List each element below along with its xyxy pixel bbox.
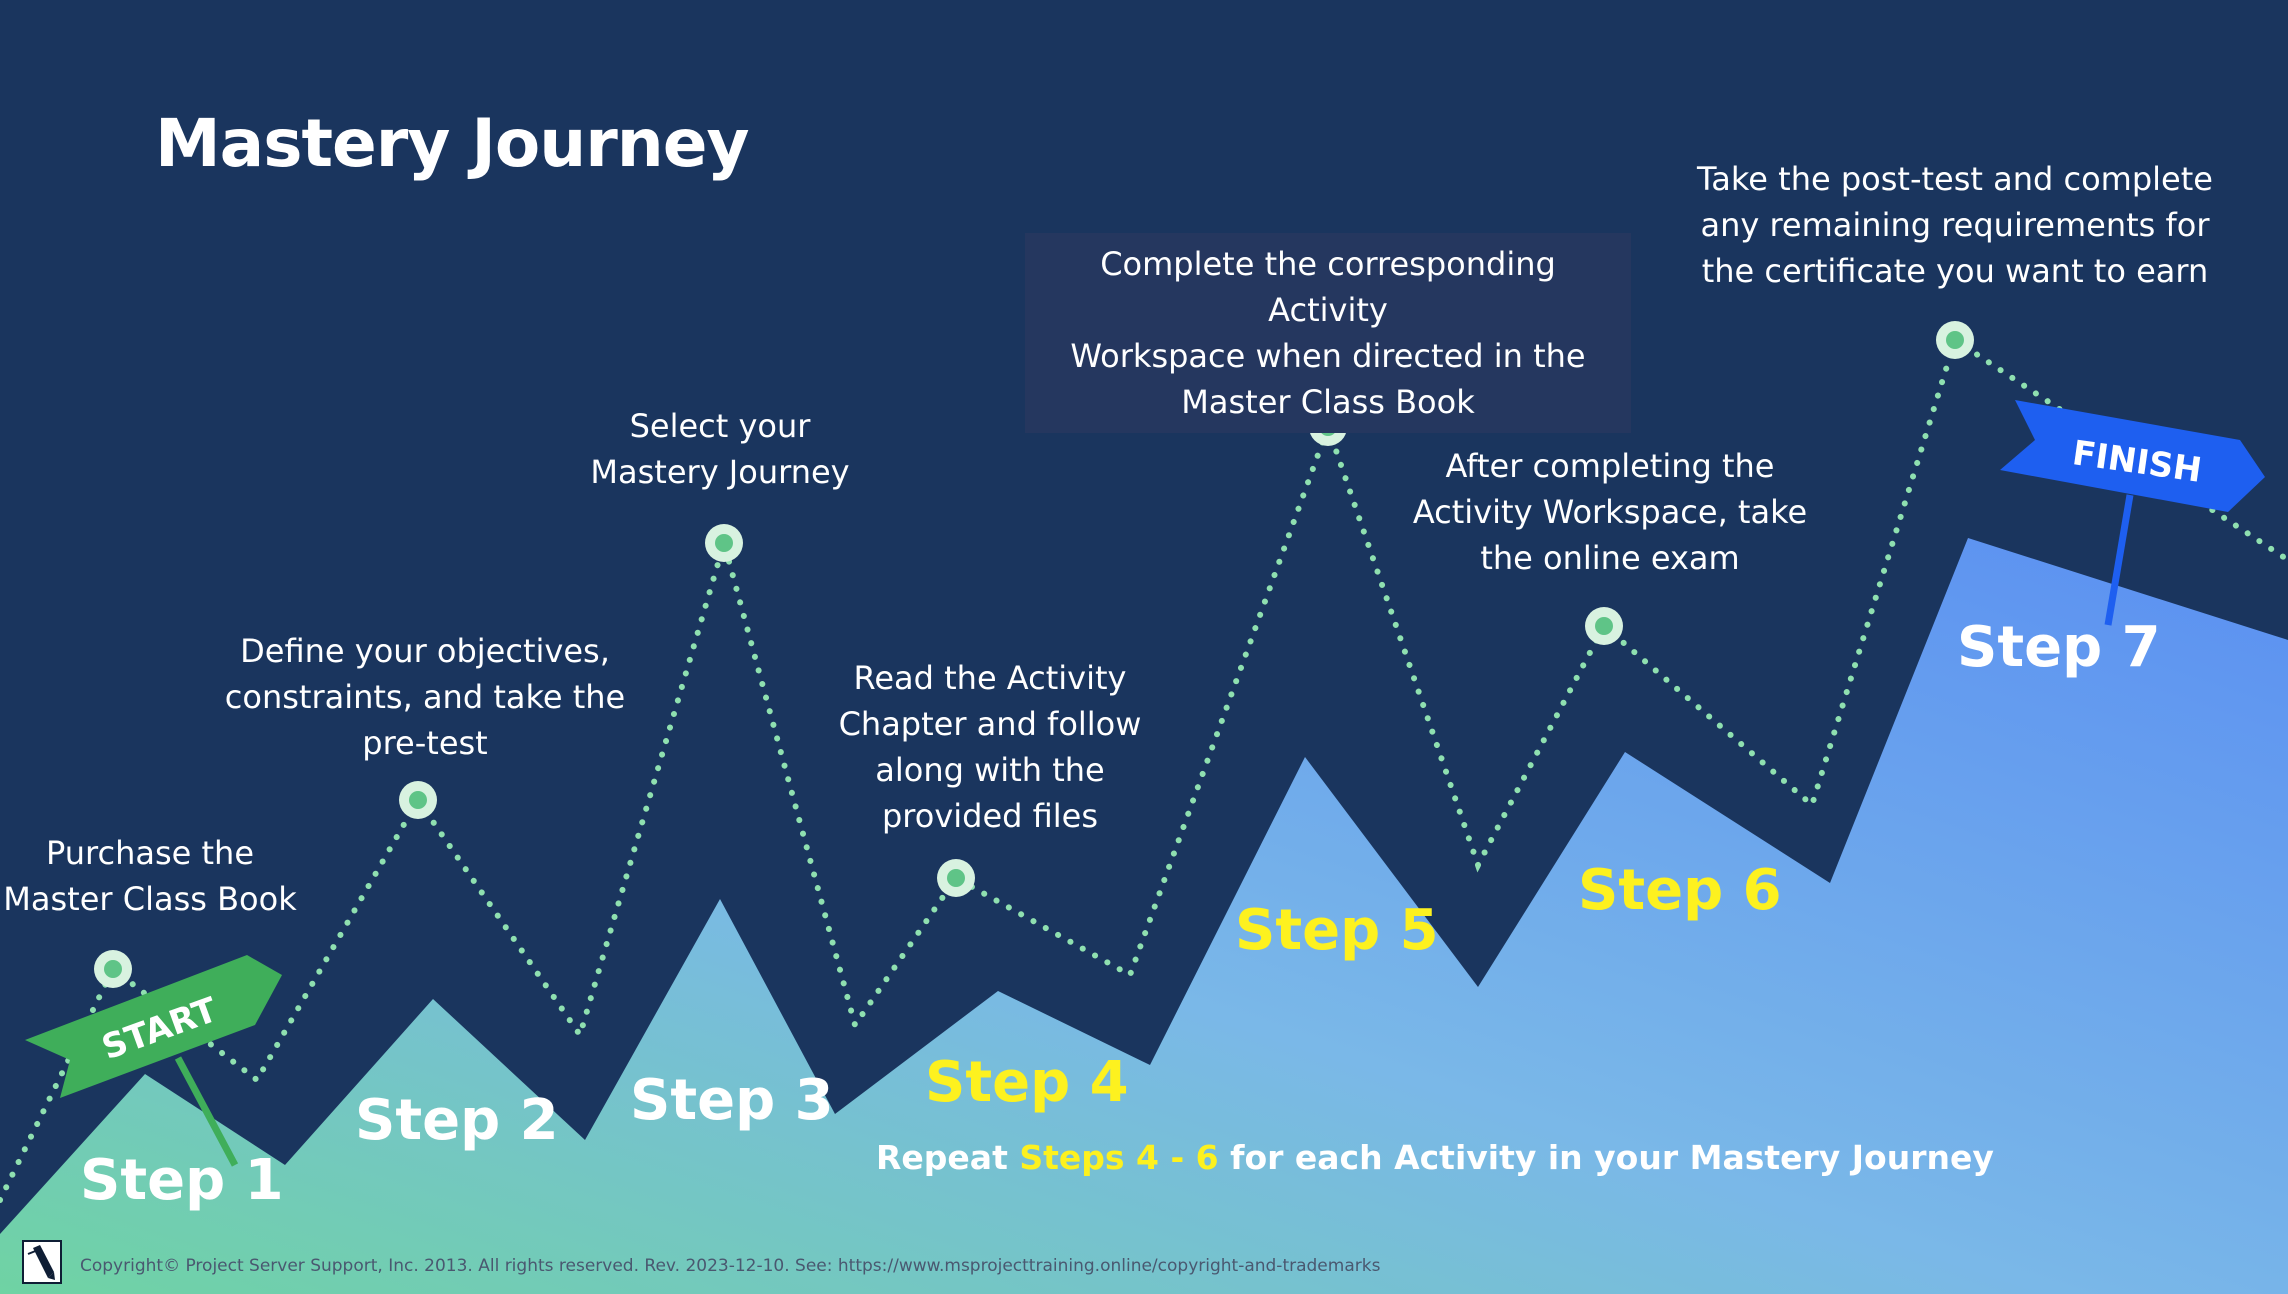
repeat-note-highlight: Steps 4 - 6	[1019, 1138, 1219, 1177]
step-7-label: Step 7	[1957, 615, 2161, 680]
repeat-note: Repeat Steps 4 - 6 for each Activity in …	[876, 1138, 1994, 1177]
step-5-label: Step 5	[1235, 898, 1439, 963]
step-5-description: Complete the corresponding Activity Work…	[1025, 233, 1631, 433]
step-3-label: Step 3	[630, 1068, 834, 1133]
step-4-label: Step 4	[925, 1050, 1129, 1115]
step-3-description: Select your Mastery Journey	[590, 407, 850, 491]
mountain-range	[0, 538, 2288, 1294]
step-6-description: After completing the Activity Workspace,…	[1412, 447, 1808, 577]
journey-path	[0, 335, 2288, 1203]
step-6-marker	[1585, 607, 1623, 645]
step-7-description: Take the post-test and complete any rema…	[1697, 160, 2213, 290]
step-2-marker	[399, 781, 437, 819]
step-2-description: Define your objectives, constraints, and…	[224, 632, 626, 762]
step-4-description: Read the Activity Chapter and follow alo…	[838, 659, 1142, 835]
step-4-marker	[937, 859, 975, 897]
finish-flag: FINISH	[2000, 400, 2265, 626]
pen-logo-icon	[22, 1240, 62, 1284]
step-3-marker	[705, 524, 743, 562]
step-1-description: Purchase the Master Class Book	[3, 834, 297, 918]
repeat-note-suffix: for each Activity in your Mastery Journe…	[1218, 1138, 1994, 1177]
step-6-label: Step 6	[1578, 858, 1782, 923]
repeat-note-prefix: Repeat	[876, 1138, 1020, 1177]
step-1-label: Step 1	[80, 1148, 284, 1213]
copyright-footer: Copyright© Project Server Support, Inc. …	[80, 1256, 1381, 1276]
step-7-marker	[1936, 321, 1974, 359]
step-2-label: Step 2	[355, 1088, 559, 1153]
step-1-marker	[94, 950, 132, 988]
step-markers	[94, 321, 1974, 988]
page-title: Mastery Journey	[155, 105, 750, 182]
